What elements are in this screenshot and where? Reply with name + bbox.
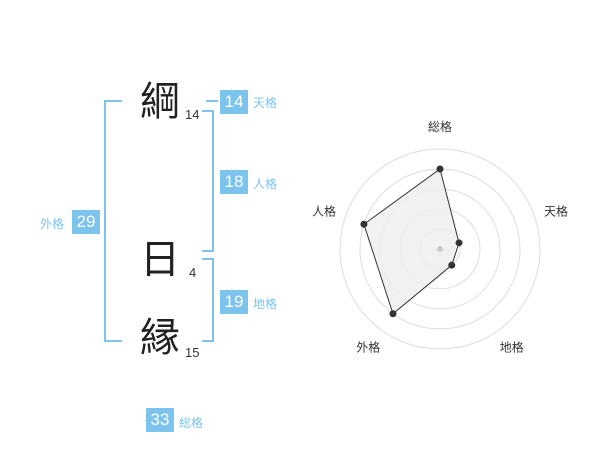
radar-point-3 bbox=[448, 261, 456, 269]
soukaku-label: 総格 bbox=[179, 416, 204, 430]
chikaku-bracket bbox=[202, 258, 214, 342]
tenkaku-bracket-stub bbox=[206, 100, 218, 102]
radar-center-dot bbox=[437, 246, 443, 252]
gaikaku-label: 外格 bbox=[40, 217, 65, 231]
radar-series-polygon bbox=[363, 168, 460, 315]
radar-point-1 bbox=[436, 165, 444, 173]
name-char-3: 縁 bbox=[140, 315, 180, 361]
radar-axis-label-1: 総格 bbox=[428, 119, 452, 134]
radar-point-4 bbox=[389, 310, 397, 318]
soukaku-value: 33 bbox=[146, 408, 174, 432]
gaikaku-value: 29 bbox=[72, 210, 100, 234]
radar-point-2 bbox=[455, 239, 463, 247]
radar-point-5 bbox=[360, 220, 368, 228]
radar-axis-label-3: 地格 bbox=[500, 340, 524, 355]
jinkaku-label: 人格 bbox=[253, 177, 278, 191]
gaikaku-bracket bbox=[104, 100, 122, 342]
chikaku-label: 地格 bbox=[253, 297, 278, 311]
tenkaku-label: 天格 bbox=[253, 96, 278, 110]
tenkaku-value: 14 bbox=[220, 90, 248, 114]
radar-axis-label-2: 天格 bbox=[544, 203, 568, 218]
radar-grid-ring bbox=[339, 148, 541, 350]
radar-axis-label-5: 人格 bbox=[312, 203, 336, 218]
radar-axis-label-4: 外格 bbox=[356, 340, 380, 355]
jinkaku-value: 18 bbox=[220, 170, 248, 194]
name-char-2: 日 bbox=[140, 237, 180, 283]
chikaku-value: 19 bbox=[220, 290, 248, 314]
name-char-3-strokes: 15 bbox=[185, 345, 200, 360]
name-char-1: 綱 bbox=[140, 79, 180, 125]
jinkaku-bracket bbox=[202, 110, 214, 252]
name-char-2-strokes: 4 bbox=[189, 265, 197, 280]
name-char-1-strokes: 14 bbox=[185, 107, 200, 122]
